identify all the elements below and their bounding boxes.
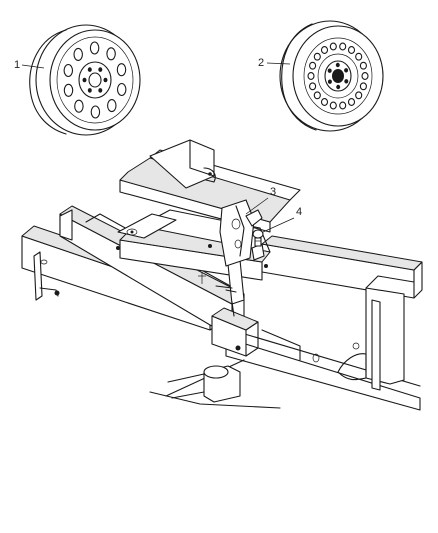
- wheel-1-slot: [89, 41, 100, 55]
- callout-label-2: 2: [258, 57, 264, 69]
- wheel-1-slot: [73, 47, 83, 61]
- wheel-1-slot: [107, 99, 117, 113]
- callout-3: 3: [245, 186, 276, 215]
- wheel-2-hole: [329, 101, 337, 110]
- wheel-1-slot: [63, 63, 74, 78]
- wheel-2-hole: [320, 46, 329, 54]
- wheel-2-lug-nut: [327, 68, 332, 73]
- wheel-2-hole: [307, 72, 315, 80]
- wheel-2-hole: [313, 52, 321, 61]
- wheel-2-hole: [313, 91, 321, 100]
- wheel-1-slot: [106, 47, 116, 61]
- wheel-2-hole: [329, 42, 337, 51]
- wheel-2-hole: [309, 61, 317, 70]
- bolt-illustration: [252, 229, 264, 247]
- wheel-1-slot: [74, 99, 84, 113]
- wheel-1-lug-nut: [87, 88, 92, 93]
- wheel-1-lug-nut: [98, 67, 103, 72]
- wheel-2-hole: [359, 61, 367, 70]
- wheel-1-slot: [116, 63, 127, 77]
- wheel-2-lug-nut: [336, 84, 341, 90]
- frame-illustration: [21, 139, 423, 411]
- wheel-1-slot: [63, 83, 74, 97]
- wheel-2-hole: [347, 46, 356, 54]
- wheel-2-lug-nut: [327, 79, 332, 84]
- callout-4: 4: [262, 206, 302, 233]
- wheel-1-lug-nut: [82, 77, 87, 83]
- wheel-2-illustration: [279, 20, 384, 132]
- callout-label-4: 4: [296, 206, 302, 218]
- wheel-2-lug-nut: [335, 62, 340, 68]
- wheel-1-lug-nut: [103, 77, 108, 83]
- wheel-2-hole: [339, 42, 347, 51]
- wheel-2-lug-nut: [344, 68, 349, 73]
- spare-carrier-illustration: [198, 199, 265, 317]
- callout-1: 1: [14, 59, 45, 71]
- wheel-2-hole: [355, 91, 363, 100]
- wheel-2-hole: [320, 98, 329, 106]
- wheel-2-lug-nut: [344, 79, 349, 84]
- wheel-1-slot: [90, 105, 101, 119]
- callout-2: 2: [258, 57, 291, 69]
- callout-label-3: 3: [270, 186, 276, 198]
- wheel-2-hole: [355, 52, 363, 61]
- wheel-2-hole: [339, 101, 347, 110]
- wheel-1-lug-nut: [87, 67, 92, 72]
- wheel-1-lug-nut: [98, 88, 103, 93]
- wheel-2-hole: [359, 82, 367, 91]
- callout-label-1: 1: [14, 59, 20, 71]
- wheel-1-slot: [116, 82, 127, 97]
- wheel-1-illustration: [29, 24, 141, 136]
- wheel-2-hole: [347, 98, 356, 106]
- wheel-2-hole: [361, 72, 369, 80]
- wheel-2-hole: [309, 82, 317, 91]
